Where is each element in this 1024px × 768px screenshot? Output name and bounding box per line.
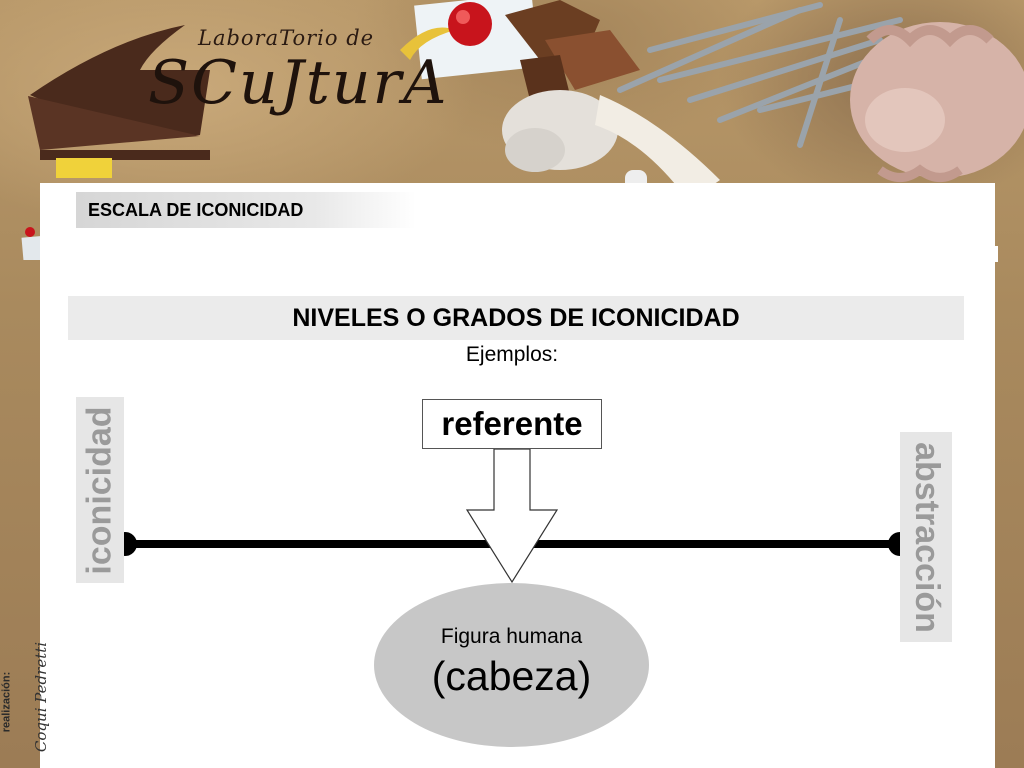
paper-edge (40, 246, 998, 262)
iconicity-label: iconicidad (76, 397, 124, 583)
medusa-head-icon (850, 22, 1024, 182)
credit-signature: Coqui Pedretti (32, 641, 51, 753)
slide-title: NIVELES O GRADOS DE ICONICIDAD (68, 296, 964, 340)
referent-box: referente (422, 399, 602, 449)
slide-subtitle: Ejemplos: (465, 343, 559, 366)
credit-label: realización: (0, 671, 13, 733)
example-ellipse: Figura humana (cabeza) (374, 583, 649, 747)
logo-caption: LaboraTorio de (198, 26, 375, 50)
abstraction-label: abstracción (900, 432, 952, 642)
example-line-1: Figura humana (440, 625, 583, 648)
section-tag: ESCALA DE ICONICIDAD (76, 192, 416, 228)
author-credit: realización: Coqui Pedretti (0, 642, 50, 768)
logo-title: SCuJturA (148, 48, 449, 118)
abstraction-label-text: abstracción (907, 441, 946, 633)
iconicity-label-text: iconicidad (80, 405, 119, 575)
plaster-bust-icon (502, 90, 720, 192)
wood-chips-icon (505, 0, 640, 100)
boat-logo-icon (28, 25, 210, 178)
example-line-2: (cabeza) (431, 653, 592, 699)
down-arrow-icon (465, 448, 559, 584)
